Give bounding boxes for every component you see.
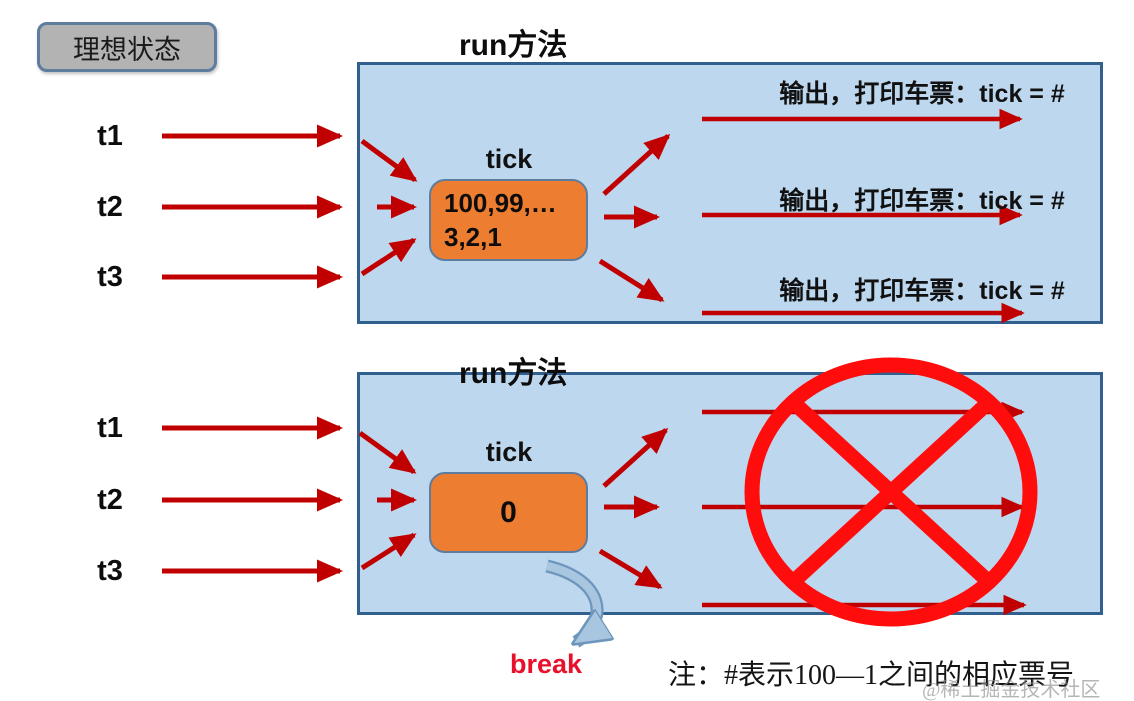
output-text-3: 输出，打印车票：tick = # xyxy=(742,271,1102,307)
thread-label-t3-top: t3 xyxy=(97,261,123,293)
tick-value-line1: 100,99,… xyxy=(444,188,557,218)
thread-label-t2-top: t2 xyxy=(97,191,123,223)
output-text-1-code: tick = # xyxy=(979,80,1065,108)
output-text-2-zh: 输出，打印车票： xyxy=(779,188,980,215)
output-text-2: 输出，打印车票：tick = # xyxy=(742,181,1102,217)
break-label: break xyxy=(509,649,583,679)
tick-value-zero: 0 xyxy=(500,495,517,529)
tick-box-bottom: 0 xyxy=(429,472,588,553)
output-text-1-zh: 输出，打印车票： xyxy=(779,81,980,108)
output-text-3-code: tick = # xyxy=(979,277,1065,305)
ideal-state-badge: 理想状态 xyxy=(37,22,217,72)
thread-label-t1-top: t1 xyxy=(97,120,123,152)
thread-label-t3-bottom: t3 xyxy=(97,555,123,587)
tick-label-top: tick xyxy=(485,144,533,174)
tick-label-bottom: tick xyxy=(485,437,533,467)
output-text-3-zh: 输出，打印车票： xyxy=(779,278,980,305)
run-method-title-bottom: run方法 xyxy=(459,357,568,390)
thread-label-t2-bottom: t2 xyxy=(97,484,123,516)
run-method-title-top: run方法 xyxy=(459,29,568,62)
tick-box-top: 100,99,… 3,2,1 xyxy=(429,179,588,261)
footnote: 注：#表示100—1之间的相应票号 xyxy=(668,660,1075,691)
thread-label-t1-bottom: t1 xyxy=(97,412,123,444)
thread-arrows-bottom xyxy=(162,416,344,583)
watermark: @稀土掘金技术社区 xyxy=(922,679,1101,701)
thread-arrows-top xyxy=(162,124,344,289)
output-text-2-code: tick = # xyxy=(979,187,1065,215)
output-text-1: 输出，打印车票：tick = # xyxy=(742,74,1102,110)
tick-value-line2: 3,2,1 xyxy=(444,222,502,252)
